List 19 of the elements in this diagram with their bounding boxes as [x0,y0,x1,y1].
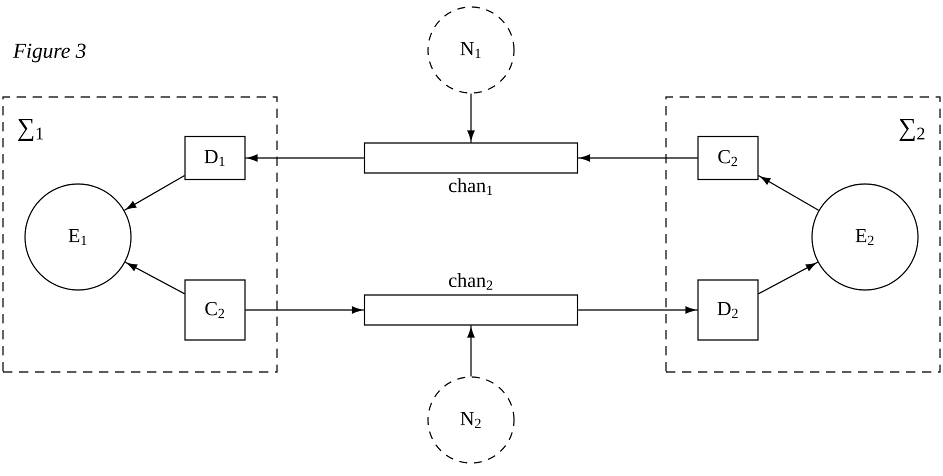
process-box: D$_{2}$ [697,279,759,341]
arrow [246,154,364,162]
node-label: chan$_{1}$ [449,178,492,195]
arrow [578,306,698,314]
arrow [124,175,185,211]
arrow [758,262,818,294]
arrow [125,262,185,294]
node-label: chan$_{2}$ [449,273,492,290]
process-box: D$_{1}$ [184,136,246,180]
arrow [467,326,475,376]
arrow [758,175,819,211]
channel-box: chan$_{1}$ [364,142,578,195]
figure-title: Figure 3 [12,44,86,62]
channel-box: chan$_{2}$ [364,273,578,326]
arrow [246,306,364,314]
arrow [467,94,475,142]
arrow [578,154,698,162]
process-box: C$_{2}$ [697,136,759,180]
process-box: C$_{2}$ [184,279,246,341]
